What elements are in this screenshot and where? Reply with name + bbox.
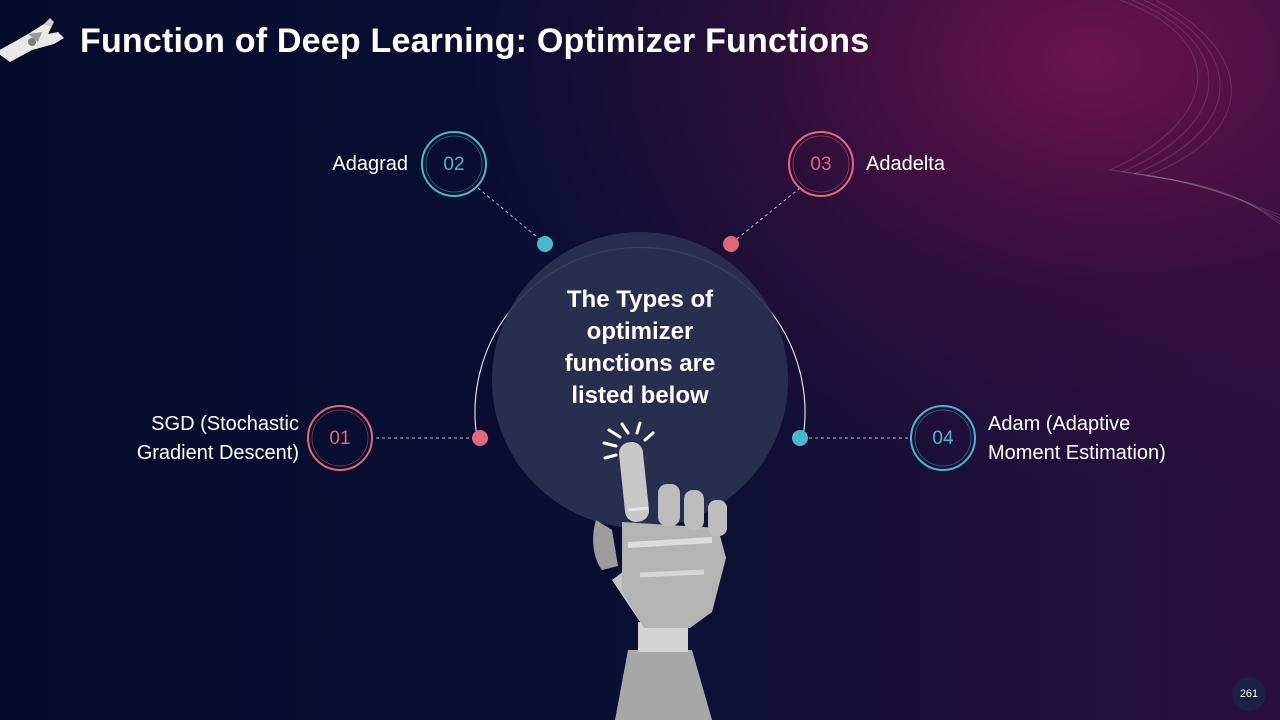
item-number-04: 04	[932, 428, 954, 449]
item-label-04: Adam (Adaptive Moment Estimation)	[988, 413, 1166, 464]
number-rings	[307, 131, 976, 471]
center-text: The Types of optimizer functions are lis…	[564, 286, 716, 409]
center-circle	[492, 232, 788, 528]
connector-lines	[376, 187, 910, 439]
item-label-01: SGD (Stochastic Gradient Descent)	[136, 413, 299, 464]
dot-04	[792, 430, 808, 446]
ring-02	[421, 131, 487, 197]
ring-02-inner	[425, 135, 483, 193]
ring-01	[307, 405, 373, 471]
ring-04-inner	[914, 409, 972, 467]
dot-01	[472, 430, 488, 446]
decorative-waves	[1108, 0, 1280, 225]
item-number-02: 02	[443, 154, 465, 175]
connector-02	[477, 187, 544, 243]
connector-03	[732, 187, 801, 243]
item-number-01: 01	[329, 428, 351, 449]
pointing-robot-hand-icon	[593, 442, 727, 720]
item-label-03: Adadelta	[866, 153, 945, 175]
item-number-03: 03	[810, 154, 832, 175]
robot-hand-icon	[0, 18, 64, 62]
dot-02	[537, 236, 553, 252]
ring-04	[910, 405, 976, 471]
ring-03-inner	[792, 135, 850, 193]
page-number: 261	[1239, 688, 1259, 700]
page-number-circle	[1232, 677, 1266, 711]
item-label-02: Adagrad	[332, 153, 408, 175]
ring-01-inner	[311, 409, 369, 467]
ring-03	[788, 131, 854, 197]
slide-title: Function of Deep Learning: Optimizer Fun…	[80, 22, 870, 60]
dot-03	[723, 236, 739, 252]
tap-sparkle-icon	[602, 421, 655, 460]
